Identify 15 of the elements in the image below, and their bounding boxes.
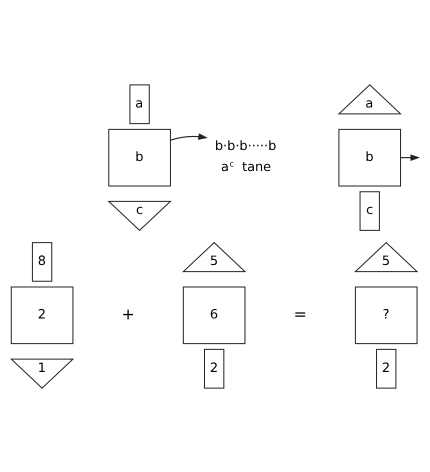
node-box: 2	[204, 348, 224, 388]
label: =	[294, 304, 307, 323]
node-box: b	[338, 128, 402, 186]
node-box: c	[360, 190, 380, 230]
node-box: 2	[10, 286, 74, 344]
arrow	[170, 132, 208, 140]
arrow	[400, 154, 420, 160]
node-box: b	[108, 128, 171, 186]
node-box: 6	[182, 286, 246, 344]
node-box: 8	[32, 242, 52, 282]
node-box: a	[129, 84, 150, 124]
node-text: b·b·b·····b a$^{c}$ tane	[214, 138, 276, 174]
label: +	[122, 304, 135, 323]
node-box: ?	[354, 286, 418, 344]
node-box: 2	[376, 348, 396, 388]
